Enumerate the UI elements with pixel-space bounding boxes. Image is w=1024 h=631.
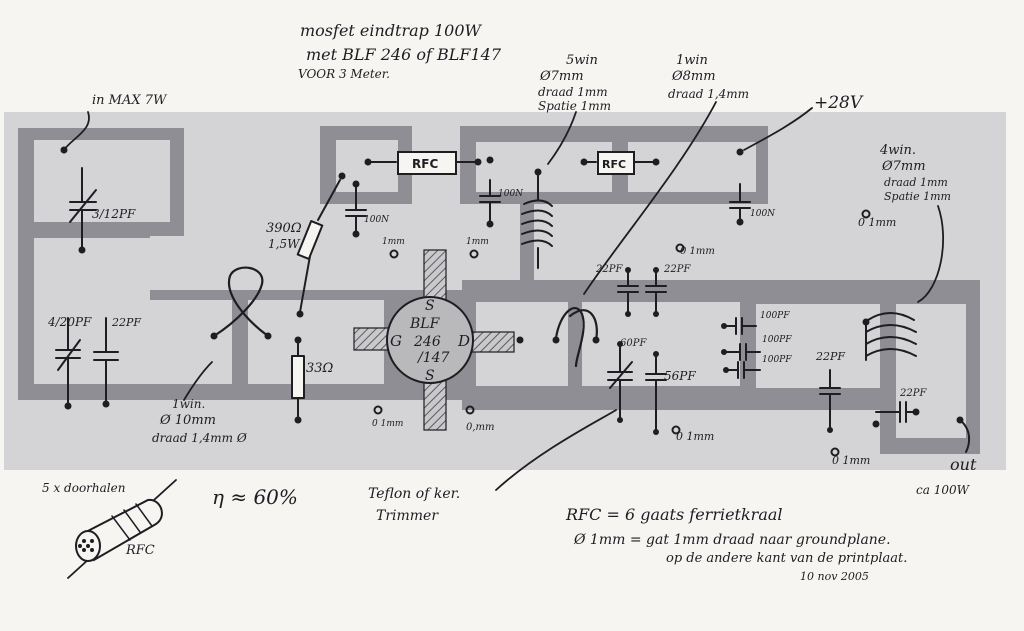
label-c-22-b: 22PF xyxy=(663,264,691,275)
label-c-in-trim: 3/12PF xyxy=(92,207,136,221)
trimmer-label: Trimmer xyxy=(376,508,439,524)
efficiency: η ≈ 60% xyxy=(212,485,298,509)
output-coil xyxy=(865,312,917,361)
fet-type-3: /147 xyxy=(416,350,450,366)
coil3-diameter: Ø7mm xyxy=(881,159,926,174)
drain-choke-coil xyxy=(521,171,553,269)
hole-label-4: 0 1mm xyxy=(372,419,403,429)
resistor-33-value: 33Ω xyxy=(306,361,334,376)
loop-turns: 1win. xyxy=(172,397,205,411)
label-c-100n-c: 100N xyxy=(750,209,776,219)
coil3-turns: 4win. xyxy=(879,143,916,158)
label-rfc-a: RFC xyxy=(412,157,438,171)
output-power: ca 100W xyxy=(916,483,971,497)
capacitor-56pf xyxy=(645,355,667,431)
label-c-22-out: 22PF xyxy=(899,388,927,399)
coil1-diameter: Ø7mm xyxy=(539,69,584,84)
resistor-390 xyxy=(296,179,341,313)
label-c-100-c: 100PF xyxy=(762,355,792,365)
label-c-56: 56PF xyxy=(664,369,696,383)
legend-rfc: RFC = 6 gaats ferrietkraal xyxy=(565,505,783,524)
fet-pin-drain: D xyxy=(457,332,470,350)
trimmer-capacitor-in xyxy=(69,167,97,251)
trimmer-capacitor-4-20 xyxy=(55,317,81,407)
fet-drain-tab xyxy=(467,331,515,353)
hole-label-2: 1mm xyxy=(466,237,489,247)
capacitor-22pf-pair xyxy=(617,271,667,313)
bead-note: 5 x doorhalen xyxy=(42,481,125,495)
bead-label: RFC xyxy=(125,543,155,558)
hole-label-6: 0 1mm xyxy=(676,430,714,443)
hole-label-5: 0,mm xyxy=(466,422,495,433)
coil3-wire: draad 1mm xyxy=(884,176,948,189)
resistor-33 xyxy=(291,339,305,419)
rfc-choke-a xyxy=(367,151,479,175)
hole-label-3: 0 1mm xyxy=(680,246,715,257)
label-c-100n-a: 100N xyxy=(364,215,390,225)
rfc-choke-b xyxy=(583,151,657,175)
label-c-4-20: 4/20PF xyxy=(47,315,92,329)
label-c-100n-b: 100N xyxy=(498,189,524,199)
label-rfc-b: RFC xyxy=(602,158,626,171)
label-c-22-c: 22PF xyxy=(815,350,845,363)
fet-pin-source-top: S xyxy=(425,298,435,314)
gate-supply-trace xyxy=(320,126,412,204)
legend-hole: Ø 1mm = gat 1mm draad naar groundplane. xyxy=(573,532,891,548)
label-c-22-a: 22PF xyxy=(595,264,623,275)
loop-diameter: Ø 10mm xyxy=(159,413,216,428)
date: 10 nov 2005 xyxy=(800,570,869,583)
fet-type-2: 246 xyxy=(413,334,441,350)
resistor-390-value: 390Ω xyxy=(266,221,302,236)
hole-label-7: 0 1mm xyxy=(832,454,870,467)
coil1-turns: 5win xyxy=(566,53,598,68)
capacitor-100pf-trio xyxy=(723,317,761,379)
trimmer-material: Teflon of ker. xyxy=(368,486,460,502)
fet-source-tab-bottom xyxy=(423,375,447,431)
fet-type-1: BLF xyxy=(409,316,441,332)
coil2-diameter: Ø8mm xyxy=(671,69,716,84)
output-copper-trace xyxy=(462,280,980,454)
input-power-note: in MAX 7W xyxy=(92,93,168,108)
legend-hole-2: op de andere kant van de printplaat. xyxy=(666,551,907,566)
coil1-spacing: Spatie 1mm xyxy=(538,99,611,113)
capacitor-22pf-in xyxy=(93,317,119,405)
fet-pin-gate: G xyxy=(390,332,402,350)
coil3-hole: 0 1mm xyxy=(858,216,896,229)
drain-loop-coil xyxy=(554,307,598,368)
output-lead xyxy=(959,419,971,453)
input-loop-coil xyxy=(212,266,270,338)
label-c-22-in: 22PF xyxy=(111,316,141,329)
title-line-3: VOOR 3 Meter. xyxy=(298,67,390,81)
coil2-wire: draad 1,4mm xyxy=(668,87,749,101)
capacitor-100n-b xyxy=(479,179,501,225)
coil3-spacing: Spatie 1mm xyxy=(884,190,951,203)
hole-label-1: 1mm xyxy=(382,237,405,247)
coil2-turns: 1win xyxy=(676,53,708,68)
coil1-wire: draad 1mm xyxy=(538,85,608,99)
fet-body xyxy=(386,296,474,384)
fet-source-tab-top xyxy=(423,249,447,305)
title-line-1: mosfet eindtrap 100W xyxy=(300,21,483,40)
resistor-390-power: 1,5W xyxy=(268,237,301,251)
fet-pin-source-bottom: S xyxy=(425,368,435,384)
label-c-100-a: 100PF xyxy=(760,311,790,321)
label-c-100-b: 100PF xyxy=(762,335,792,345)
capacitor-22pf-right xyxy=(819,369,841,431)
output-label: out xyxy=(950,455,977,474)
ferrite-bead-sketch xyxy=(75,498,163,562)
ground-hole-markers xyxy=(373,209,871,457)
label-c-60: 60PF xyxy=(620,338,647,349)
loop-wire: draad 1,4mm Ø xyxy=(152,431,248,445)
title-line-2: met BLF 246 of BLF147 xyxy=(306,45,502,64)
supply-voltage: +28V xyxy=(814,93,864,113)
trimmer-capacitor-60 xyxy=(607,345,633,421)
